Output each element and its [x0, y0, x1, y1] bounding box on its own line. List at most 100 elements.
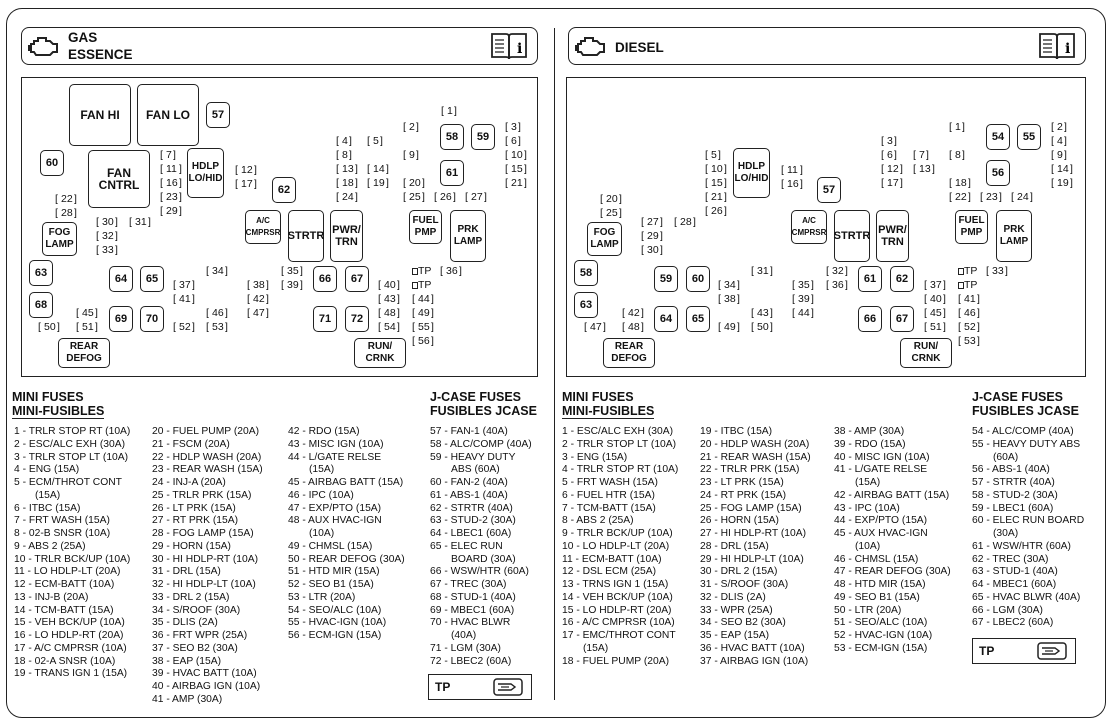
- diesel-tp-legend: TP: [972, 638, 1076, 664]
- fuse-list-item: 63 - STUD-1 (40A): [972, 566, 1058, 578]
- fuse-bracket: [: [958, 307, 961, 319]
- fuse-bracket: ]: [800, 178, 803, 190]
- mini-fuse-38: 38: [253, 279, 265, 291]
- fuse-list-item: 31 - DRL (15A): [152, 566, 221, 578]
- fuse-bracket: ]: [431, 293, 434, 305]
- mini-fuse-32: 32: [832, 265, 844, 277]
- fuse-bracket: ]: [386, 177, 389, 189]
- mini-fuse-48: 48: [384, 307, 396, 319]
- fuse-bracket: [: [1011, 191, 1014, 203]
- fuse-bracket: [: [505, 177, 508, 189]
- fuse-bracket: ]: [1070, 163, 1073, 175]
- jcase-fuse-61: 61: [440, 160, 464, 186]
- fuse-bracket: [: [412, 335, 415, 347]
- jcase-fuse-66: 66: [313, 266, 337, 292]
- jcase-fuse-57: 57: [206, 102, 230, 128]
- mini-fuse-50: 50: [44, 321, 56, 333]
- fuse-bracket: [: [129, 216, 132, 228]
- fuse-bracket: ]: [518, 121, 521, 133]
- fuse-bracket: ]: [355, 191, 358, 203]
- mini-fuse-12: 12: [887, 163, 899, 175]
- mini-fuse-25: 25: [606, 207, 618, 219]
- fuse-list-item: 38 - EAP (15A): [152, 655, 222, 667]
- fuse-list-item: 45 - AUX HVAC-IGN: [834, 528, 928, 539]
- diesel-fuse-layout: [566, 77, 1086, 377]
- mini-fuse-52: 52: [964, 321, 976, 333]
- fuse-list-item: 72 - LBEC2 (60A): [430, 655, 512, 667]
- relay-strtr: STRTR: [834, 210, 870, 262]
- fuse-list-item: ABS (60A): [451, 464, 500, 476]
- fuse-bracket: [: [247, 307, 250, 319]
- fuse-bracket: ]: [1064, 149, 1067, 161]
- fuse-bracket: ]: [693, 216, 696, 228]
- jcase-fuse-54: 54: [986, 124, 1010, 150]
- mini-fuse-49: 49: [724, 321, 736, 333]
- mini-fuse-6: 6: [511, 135, 517, 147]
- fuse-bracket: [: [792, 293, 795, 305]
- fuse-bracket: ]: [968, 177, 971, 189]
- test-point: TP: [964, 279, 978, 291]
- fuse-list-item: 37 - AIRBAG IGN (10A): [700, 655, 809, 667]
- fuse-bracket: [: [924, 293, 927, 305]
- fuse-list-item: 56 - ECM-IGN (15A): [288, 630, 382, 641]
- jcase-fuse-67: 67: [345, 266, 369, 292]
- fuse-list-item: 71 - LGM (30A): [430, 642, 501, 654]
- fuse-list-item: 6 - FUEL HTR (15A): [562, 489, 655, 501]
- fuse-bracket: [: [412, 321, 415, 333]
- fuse-list-item: 10 - LO HDLP-LT (20A): [562, 540, 670, 552]
- test-point: TP: [418, 279, 432, 291]
- fuse-bracket: [: [881, 149, 884, 161]
- fuse-bracket: [: [826, 265, 829, 277]
- fuse-bracket: [: [641, 230, 644, 242]
- fuse-list-item: 47 - REAR DEFOG (30A): [834, 566, 951, 578]
- fuse-list-item: 60 - FAN-2 (40A): [430, 477, 508, 488]
- fuse-bracket: ]: [225, 321, 228, 333]
- fuse-bracket: [: [206, 307, 209, 319]
- mini-fuse-30: 30: [102, 216, 114, 228]
- relay-rear-defog: REAR DEFOG: [58, 338, 110, 368]
- fuse-bracket: [: [913, 149, 916, 161]
- fuse-bracket: ]: [431, 307, 434, 319]
- mini-fuse-14: 14: [373, 163, 385, 175]
- fuse-bracket: [: [336, 149, 339, 161]
- fuse-list-item: 70 - HVAC BLWR: [430, 617, 511, 629]
- mini-fuse-32: 32: [102, 230, 114, 242]
- fuse-list-item: 31 - S/ROOF (30A): [700, 579, 789, 590]
- fuse-bracket: [: [235, 178, 238, 190]
- test-point-square: [412, 268, 418, 275]
- fuse-bracket: [: [76, 307, 79, 319]
- fuse-list-item: 8 - 02-B SNSR (10A): [14, 528, 111, 539]
- fuse-bracket: [: [505, 149, 508, 161]
- fuse-list-item: 22 - TRLR PRK (15A): [700, 464, 800, 476]
- fuse-bracket: [: [247, 279, 250, 291]
- mini-fuse-31: 31: [757, 265, 769, 277]
- fuse-bracket: ]: [355, 177, 358, 189]
- mini-fuse-56: 56: [418, 335, 430, 347]
- diesel-fuse-list-1: 1 - ESC/ALC EXH (30A)2 - TRLR STOP LT (1…: [562, 426, 678, 668]
- fuse-bracket: ]: [266, 307, 269, 319]
- manual-book-icon: i: [1039, 33, 1075, 60]
- fuse-list-item: 51 - SEO/ALC (10A): [834, 617, 928, 629]
- fuse-bracket: [: [403, 191, 406, 203]
- fuse-bracket: [: [206, 321, 209, 333]
- fuse-bracket: ]: [660, 216, 663, 228]
- fuse-bracket: ]: [1064, 121, 1067, 133]
- fuse-list-item: 3 - ENG (15A): [562, 451, 628, 463]
- fuse-bracket: [: [958, 335, 961, 347]
- mini-fuse-10: 10: [511, 149, 523, 161]
- fuse-bracket: ]: [254, 164, 257, 176]
- fuse-bracket: ]: [422, 177, 425, 189]
- fuse-bracket: ]: [179, 163, 182, 175]
- fuse-bracket: ]: [977, 307, 980, 319]
- mini-fuse-9: 9: [409, 149, 415, 161]
- fuse-bracket: ]: [386, 163, 389, 175]
- fuse-list-item: 34 - SEO B2 (30A): [700, 617, 786, 629]
- mini-fuse-1: 1: [955, 121, 961, 133]
- test-point-square: [958, 268, 964, 275]
- fuse-bracket: [: [412, 307, 415, 319]
- jcase-fuse-56: 56: [986, 160, 1010, 186]
- fuse-bracket: [: [1051, 149, 1054, 161]
- jcase-fuse-62: 62: [890, 266, 914, 292]
